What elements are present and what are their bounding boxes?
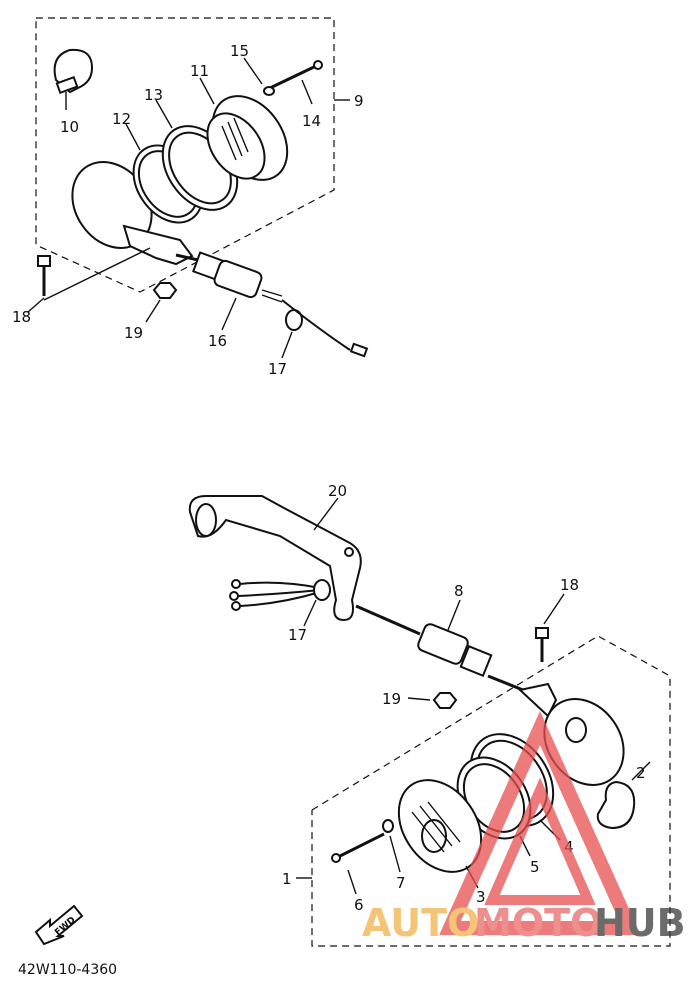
label-9: 9 — [354, 92, 364, 110]
washer-part-7 — [382, 819, 401, 873]
label-19-top: 19 — [124, 324, 143, 342]
label-8: 8 — [454, 582, 464, 600]
housing-part-2 — [517, 682, 625, 786]
watermark-moto: MOTO — [474, 901, 602, 945]
socket-part-16 — [192, 251, 283, 331]
label-18-bottom: 18 — [560, 576, 579, 594]
label-11: 11 — [190, 62, 209, 80]
label-15: 15 — [230, 42, 249, 60]
group-boundary-top — [35, 17, 335, 293]
label-14: 14 — [302, 112, 321, 130]
automotohub-watermark: AUTO MOTO HUB — [362, 710, 686, 945]
label-10: 10 — [60, 118, 79, 136]
label-1: 1 — [282, 870, 292, 888]
bulb-part-10 — [53, 48, 94, 110]
top-assembly: 10 12 13 11 15 14 9 18 19 16 17 — [12, 17, 369, 378]
washer-part-15 — [243, 57, 275, 96]
watermark-auto: AUTO — [362, 901, 479, 945]
wire-harness — [229, 579, 331, 627]
watermark-hub: HUB — [594, 901, 686, 945]
socket-part-8 — [355, 599, 549, 702]
label-13: 13 — [144, 86, 163, 104]
screw-part-14 — [269, 60, 323, 105]
group-boundary-bottom — [311, 635, 671, 947]
label-7: 7 — [396, 874, 406, 892]
bottom-assembly: 20 8 18 17 19 2 4 5 3 7 6 1 — [188, 482, 671, 947]
label-18-top: 18 — [12, 308, 31, 326]
label-16: 16 — [208, 332, 227, 350]
label-2: 2 — [636, 764, 646, 782]
forward-arrow-icon: FWD — [34, 904, 84, 946]
label-3: 3 — [476, 888, 486, 906]
watermark-triangle-logo — [439, 710, 641, 935]
label-17-top: 17 — [268, 360, 287, 378]
grommet-part-17-top — [281, 299, 369, 359]
bolt-part-18-bottom — [535, 593, 565, 662]
label-5: 5 — [530, 858, 540, 876]
nut-part-19-bottom — [407, 692, 458, 709]
label-12: 12 — [112, 110, 131, 128]
housing-part-11 — [199, 77, 289, 181]
screw-part-6 — [331, 832, 385, 895]
lens-part-3 — [397, 779, 483, 889]
label-20: 20 — [328, 482, 347, 500]
bracket-part-20 — [188, 495, 362, 622]
bulb-part-2 — [596, 761, 651, 830]
label-6: 6 — [354, 896, 364, 914]
label-17-bottom: 17 — [288, 626, 307, 644]
label-19-bottom: 19 — [382, 690, 401, 708]
bolt-part-18-top — [27, 247, 151, 313]
diagram-code: 42W110-4360 — [18, 962, 117, 978]
nut-part-19-top — [145, 282, 178, 323]
